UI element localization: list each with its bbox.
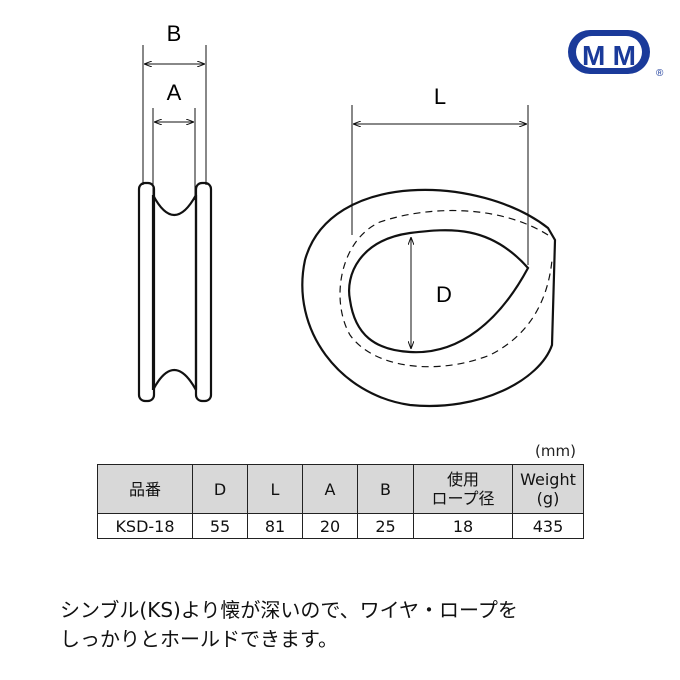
table-row: KSD-18 55 81 20 25 18 435 [97,513,584,539]
header-rope-diameter: 使用ロープ径 [413,464,513,514]
spec-table: 品番 D L A B 使用ロープ径 Weight(g) KSD-18 55 81… [97,464,584,539]
cell-b: 25 [357,513,414,539]
header-d: D [192,464,248,514]
cell-l: 81 [247,513,303,539]
side-view [142,45,207,200]
thimble-diagram: B A L D MM ® [137,21,664,408]
dim-label-a: A [167,80,182,105]
front-view [301,105,557,408]
header-l: L [247,464,303,514]
cell-a: 20 [302,513,358,539]
description-line: しっかりとホールドできます。 [60,627,338,651]
description: シンブル(KS)より懐が深いので、ワイヤ・ロープを しっかりとホールドできます。 [60,596,518,654]
description-line: シンブル(KS)より懐が深いので、ワイヤ・ロープを [60,598,518,622]
cell-rope-diameter: 18 [413,513,513,539]
brand-logo: MM ® [568,30,664,79]
cell-d: 55 [192,513,248,539]
cell-part-number: KSD-18 [97,513,193,539]
unit-label: (mm) [535,442,576,460]
dim-label-b: B [167,21,182,46]
header-b: B [357,464,414,514]
header-a: A [302,464,358,514]
dim-label-d: D [436,282,452,307]
table-header-row: 品番 D L A B 使用ロープ径 Weight(g) [97,464,584,514]
dim-label-l: L [434,84,446,109]
registered-mark: ® [656,68,664,79]
header-weight: Weight(g) [512,464,584,514]
cell-weight: 435 [512,513,584,539]
header-part-number: 品番 [97,464,193,514]
